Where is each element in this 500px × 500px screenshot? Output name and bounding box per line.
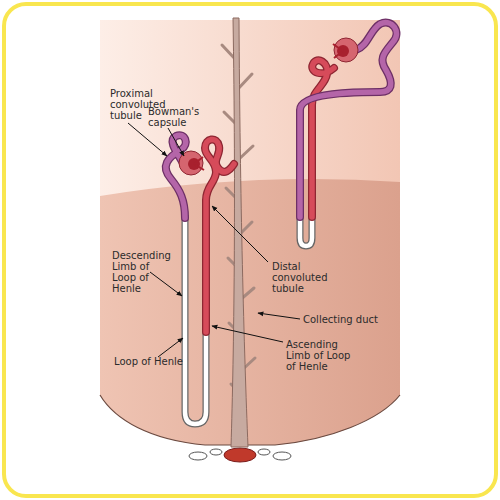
bowmans-capsule xyxy=(179,151,203,175)
part-label: Collecting duct xyxy=(303,314,378,325)
arteriole xyxy=(194,157,204,170)
vessel-section xyxy=(273,452,291,460)
distal-tubule xyxy=(312,60,334,217)
leader-line xyxy=(212,326,283,342)
leader-line xyxy=(150,272,182,296)
proximal-tubule xyxy=(300,23,396,217)
part-label: Distal convoluted tubule xyxy=(272,261,332,294)
vessel-section xyxy=(189,452,207,460)
proximal-tubule xyxy=(166,135,186,218)
cortex-region xyxy=(100,20,400,196)
duct-opening xyxy=(224,448,256,462)
distal-outline xyxy=(205,139,234,332)
proximal-outline xyxy=(300,23,396,217)
leader-line xyxy=(168,128,184,156)
arteriole xyxy=(333,44,343,58)
part-label: Bowman's capsule xyxy=(148,106,204,128)
leader-line xyxy=(158,338,183,357)
papilla-outline xyxy=(100,395,400,445)
part-label: Ascending Limb of Loop of Henle xyxy=(286,339,354,372)
part-label: Loop of Henle xyxy=(114,356,183,367)
medulla-region xyxy=(100,20,400,445)
collecting-duct xyxy=(231,18,248,447)
distal-tubule xyxy=(205,139,234,332)
frame-border xyxy=(4,4,496,496)
leader-line xyxy=(258,313,300,319)
distal-outline xyxy=(312,60,334,217)
part-label: Descending Limb of Loop of Henle xyxy=(112,250,172,294)
bowmans-capsule xyxy=(334,38,358,62)
leader-arrows xyxy=(128,123,300,357)
vessel-section xyxy=(258,449,270,455)
vessel-section xyxy=(210,449,222,455)
proximal-outline xyxy=(166,135,186,218)
leader-line xyxy=(212,206,268,262)
